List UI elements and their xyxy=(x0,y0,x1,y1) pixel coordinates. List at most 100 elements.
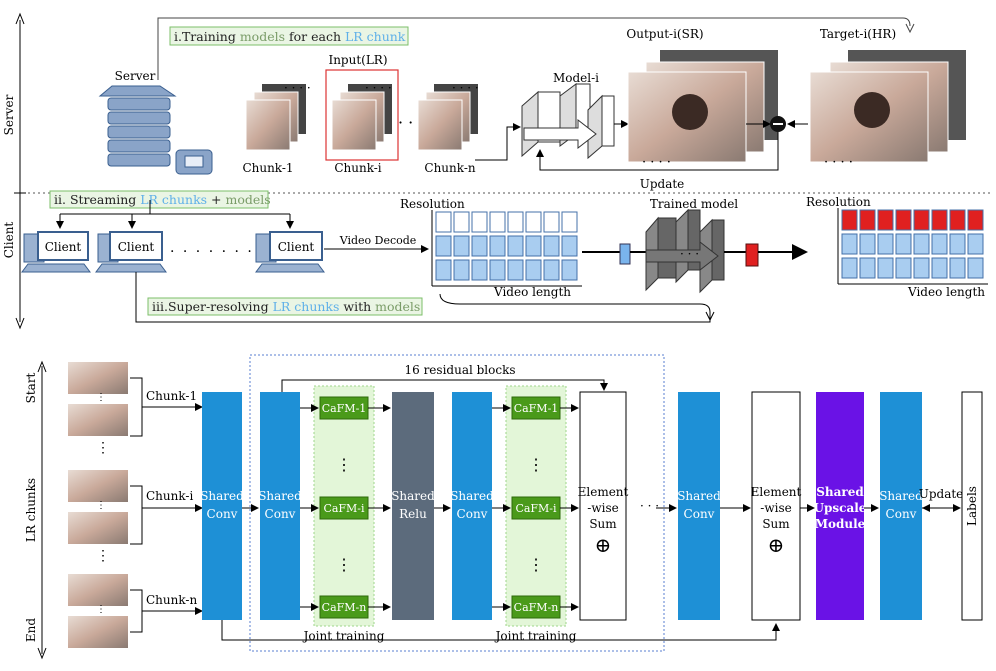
residual-blocks-container xyxy=(249,354,665,652)
shared-upscale-block: Shared Upscale Module xyxy=(814,392,867,620)
svg-text:· · · ·: · · · · xyxy=(284,81,311,95)
svg-text:Upscale: Upscale xyxy=(814,501,867,515)
elementwise-sum-block-1: Element -wise Sum ⊕ xyxy=(578,391,629,621)
client-1: Client xyxy=(21,231,91,273)
grid-cell xyxy=(543,211,560,233)
trained-model-label: Trained model xyxy=(650,197,738,211)
svg-text:⋮: ⋮ xyxy=(336,455,352,474)
svg-text:Client: Client xyxy=(118,240,155,254)
svg-text:⋮: ⋮ xyxy=(96,604,106,615)
svg-text:CaFM-i: CaFM-i xyxy=(515,502,557,515)
grid-cell xyxy=(931,257,948,279)
grid-cell xyxy=(967,209,984,231)
chunk-n-brace-label: Chunk-n xyxy=(146,593,197,607)
svg-text:i.Training models for each LR: i.Training models for each LR chunk xyxy=(174,29,406,44)
grid-cell xyxy=(453,235,470,257)
svg-text:Shared: Shared xyxy=(258,489,302,503)
model-i-label: Model-i xyxy=(553,71,599,85)
chunk-ellipsis: · · · xyxy=(398,113,423,132)
grid-cell xyxy=(841,209,858,231)
labels-block: Labels xyxy=(961,391,983,621)
long-skip-connection xyxy=(221,620,780,641)
client-i: Client xyxy=(95,231,167,273)
top-update-label: Update xyxy=(640,177,685,191)
lr-chunk-grid: Resolution Video length xyxy=(400,197,582,299)
grid-cell xyxy=(931,209,948,231)
svg-text:· · ·: · · · xyxy=(680,247,699,261)
grid-cell xyxy=(471,235,488,257)
grid-cell xyxy=(967,233,984,255)
svg-text:CaFM-n: CaFM-n xyxy=(322,601,367,614)
shared-conv-block-5: Shared Conv xyxy=(879,392,923,620)
grid-cell xyxy=(895,257,912,279)
middle-ellipsis: · · · xyxy=(640,499,659,513)
server-icon: Server xyxy=(98,69,213,175)
grid-cell xyxy=(913,233,930,255)
chunk-1-brace-label: Chunk-1 xyxy=(146,389,197,403)
grid-cell xyxy=(895,233,912,255)
svg-text:Shared: Shared xyxy=(879,489,923,503)
grid-cell xyxy=(435,259,452,281)
svg-text:Resolution: Resolution xyxy=(806,195,871,209)
svg-text:Conv: Conv xyxy=(684,507,715,521)
lr-chunks-axis: Start LR chunks End xyxy=(24,360,47,660)
grid-cell xyxy=(507,259,524,281)
grid-cell xyxy=(895,209,912,231)
svg-text:CaFM-1: CaFM-1 xyxy=(514,402,559,415)
svg-text:Video length: Video length xyxy=(493,285,571,299)
start-label: Start xyxy=(24,372,38,403)
joint-training-panel-2: CaFM-1 ⋮ CaFM-i ⋮ CaFM-n Joint training xyxy=(494,385,577,643)
svg-text:Joint training: Joint training xyxy=(302,629,385,643)
svg-text:Sum: Sum xyxy=(762,517,790,531)
side-axis: Server Client xyxy=(2,12,26,330)
server-label: Server xyxy=(115,69,156,83)
grid-cell xyxy=(561,259,578,281)
svg-text:Labels: Labels xyxy=(965,486,979,526)
grid-cell xyxy=(949,257,966,279)
svg-text:Shared: Shared xyxy=(200,489,244,503)
svg-text:⋮: ⋮ xyxy=(336,555,352,574)
svg-text:Relu: Relu xyxy=(399,507,427,521)
end-label: End xyxy=(24,618,38,642)
grid-cell xyxy=(471,211,488,233)
chunk-i-frames: · · · · xyxy=(325,69,399,161)
chunk-1-label: Chunk-1 xyxy=(242,161,293,175)
grid-cell xyxy=(913,257,930,279)
target-hr-frames: Target-i(HR) · · · · xyxy=(809,27,966,170)
grid-cell xyxy=(877,209,894,231)
svg-text:Shared: Shared xyxy=(677,489,721,503)
svg-text:-wise: -wise xyxy=(760,501,791,515)
svg-text:ii. Streaming LR chunks + mode: ii. Streaming LR chunks + models xyxy=(54,192,271,207)
svg-text:· · · ·: · · · · xyxy=(452,81,479,95)
svg-text:· · · ·: · · · · xyxy=(642,155,671,170)
svg-text:⋮: ⋮ xyxy=(96,440,110,456)
grid-cell xyxy=(525,259,542,281)
grid-cell xyxy=(525,235,542,257)
chunk-n-frames: · · · · xyxy=(417,81,479,151)
grid-cell xyxy=(913,209,930,231)
input-token xyxy=(619,243,631,265)
grid-cell xyxy=(841,257,858,279)
svg-text:CaFM-1: CaFM-1 xyxy=(322,402,367,415)
shared-conv-block-3: Shared Conv xyxy=(450,392,494,620)
shared-conv-block-2: Shared Conv xyxy=(258,392,302,620)
svg-text:Element: Element xyxy=(751,485,802,499)
bottom-update-label: Update xyxy=(919,487,964,501)
client-n: Client xyxy=(255,231,325,273)
svg-text:Sum: Sum xyxy=(589,517,617,531)
side-label-server: Server xyxy=(2,94,16,135)
svg-text:CaFM-i: CaFM-i xyxy=(323,502,365,515)
svg-text:Joint training: Joint training xyxy=(494,629,577,643)
svg-text:Conv: Conv xyxy=(265,507,296,521)
grid-cell xyxy=(507,235,524,257)
svg-text:⋮: ⋮ xyxy=(528,555,544,574)
grid-cell xyxy=(489,259,506,281)
step2-label: ii. Streaming LR chunks + models xyxy=(49,190,271,209)
joint-training-panel-1: CaFM-1 ⋮ CaFM-i ⋮ CaFM-n Joint training xyxy=(302,385,385,643)
svg-text:⋮: ⋮ xyxy=(96,392,106,403)
grid-cell xyxy=(949,233,966,255)
svg-text:⋮: ⋮ xyxy=(96,500,106,511)
svg-text:⊕: ⊕ xyxy=(768,533,785,557)
grid-cell xyxy=(489,235,506,257)
svg-text:Shared: Shared xyxy=(391,489,435,503)
